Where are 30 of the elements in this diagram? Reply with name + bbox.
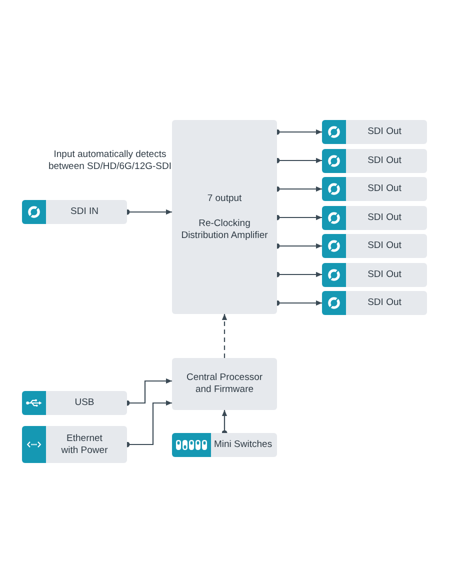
- port-label: Mini Switches: [214, 439, 272, 451]
- port-box: [322, 120, 427, 144]
- port-box: [22, 200, 127, 224]
- port-label: SDI IN: [70, 206, 98, 218]
- port-label: USB: [74, 397, 94, 409]
- port-label: SDI Out: [368, 297, 402, 309]
- port-box: [322, 206, 427, 230]
- port-box: [322, 148, 427, 172]
- box-label: Re-Clocking Distribution Amplifier: [180, 218, 269, 242]
- note-text: Input automatically detects between SD/HD/6G/12G-SDI: [47, 149, 173, 173]
- port-box: [322, 291, 427, 315]
- port-box: [322, 177, 427, 201]
- port-box: [22, 391, 127, 415]
- port-box: [22, 426, 127, 463]
- port-label: Ethernet with Power: [60, 432, 109, 456]
- box-label: Central Processor and Firmware: [185, 372, 264, 396]
- port-label: SDI Out: [368, 183, 402, 195]
- port-box: [322, 262, 427, 286]
- port-label: SDI Out: [368, 154, 402, 166]
- port-label: SDI Out: [368, 126, 402, 138]
- process-box: [172, 358, 277, 410]
- dashed-arrow: [222, 314, 228, 358]
- port-box: [322, 234, 427, 258]
- process-box: [172, 120, 277, 314]
- port-box: [172, 433, 277, 457]
- box-label: 7 output: [207, 192, 242, 204]
- port-label: SDI Out: [368, 240, 402, 252]
- port-label: SDI Out: [368, 212, 402, 224]
- arrow: [222, 410, 228, 436]
- port-label: SDI Out: [368, 268, 402, 280]
